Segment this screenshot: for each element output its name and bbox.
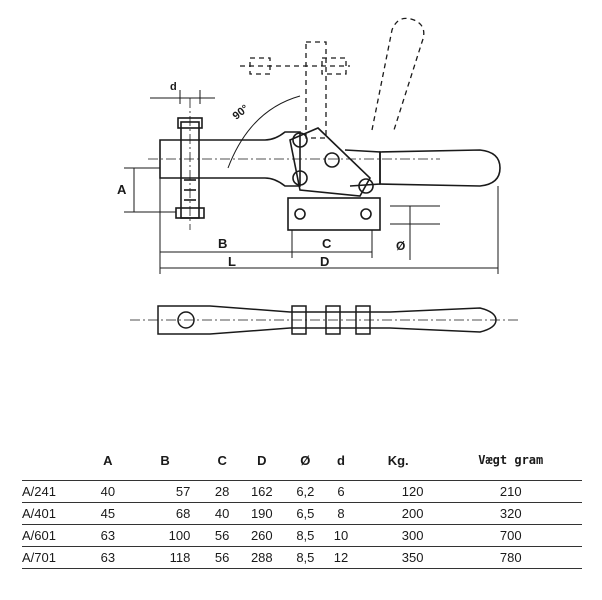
- table-cell: 162: [238, 480, 286, 503]
- dim-label-diameter: Ø: [396, 239, 405, 253]
- table-cell: 118: [123, 546, 207, 569]
- table-cell-model: A/401: [22, 502, 92, 525]
- dim-label-B: B: [218, 236, 227, 251]
- plan-view-clamp: [157, 305, 497, 335]
- handle-open-position: [371, 17, 425, 131]
- table-cell: 210: [439, 480, 582, 503]
- header-model: [22, 440, 92, 481]
- table-cell: 40: [206, 502, 239, 525]
- dim-label-D: D: [320, 254, 329, 269]
- table-cell: 8,5: [285, 524, 326, 547]
- table-cell: 190: [238, 502, 286, 525]
- table-cell: 57: [123, 480, 207, 503]
- table-cell-model: A/601: [22, 524, 92, 547]
- table-cell: 8: [325, 502, 357, 525]
- dim-label-C: C: [322, 236, 332, 251]
- dim-label-L: L: [228, 254, 236, 269]
- table-cell-model: A/701: [22, 546, 92, 569]
- table-cell: 40: [92, 480, 124, 503]
- table-cell: 6,2: [285, 480, 326, 503]
- base-plate: [287, 197, 381, 231]
- table-cell: 68: [123, 502, 207, 525]
- table-cell: 10: [325, 524, 357, 547]
- header-D: D: [257, 452, 267, 468]
- table-cell: 200: [356, 502, 440, 525]
- table-cell: 350: [356, 546, 440, 569]
- table-cell: 100: [123, 524, 207, 547]
- table-cell: 780: [439, 546, 582, 569]
- table-cell: 260: [238, 524, 286, 547]
- clamp-technical-drawing: d 90° A B C L D Ø: [117, 17, 520, 335]
- table-cell: 288: [238, 546, 286, 569]
- header-C: C: [217, 452, 227, 468]
- table-cell: 12: [325, 546, 357, 569]
- table-cell: 6,5: [285, 502, 326, 525]
- header-kg: Kg.: [387, 452, 409, 468]
- table-cell: 300: [356, 524, 440, 547]
- table-cell: 320: [439, 502, 582, 525]
- table-header-row: A B C D Ø d Kg. Vægt gram: [22, 440, 582, 481]
- header-B: B: [160, 452, 170, 468]
- table-cell-model: A/241: [22, 480, 92, 503]
- header-A: A: [103, 452, 113, 468]
- dim-label-angle: 90°: [231, 103, 252, 123]
- header-weight-gram: Vægt gram: [478, 452, 544, 467]
- table-cell: 6: [325, 480, 357, 503]
- dim-label-d: d: [170, 81, 177, 93]
- table-cell: 8,5: [285, 546, 326, 569]
- table-cell: 56: [206, 546, 239, 569]
- table-cell: 56: [206, 524, 239, 547]
- linkage: [289, 127, 371, 197]
- table-cell: 120: [356, 480, 440, 503]
- table-cell: 63: [92, 524, 124, 547]
- header-diameter: Ø: [300, 452, 311, 468]
- table-cell: 45: [92, 502, 124, 525]
- table-cell: 28: [206, 480, 239, 503]
- handle-grip: [379, 149, 501, 187]
- header-d: d: [337, 452, 345, 468]
- table-cell: 63: [92, 546, 124, 569]
- table-cell: 700: [439, 524, 582, 547]
- dim-label-A: A: [117, 182, 127, 197]
